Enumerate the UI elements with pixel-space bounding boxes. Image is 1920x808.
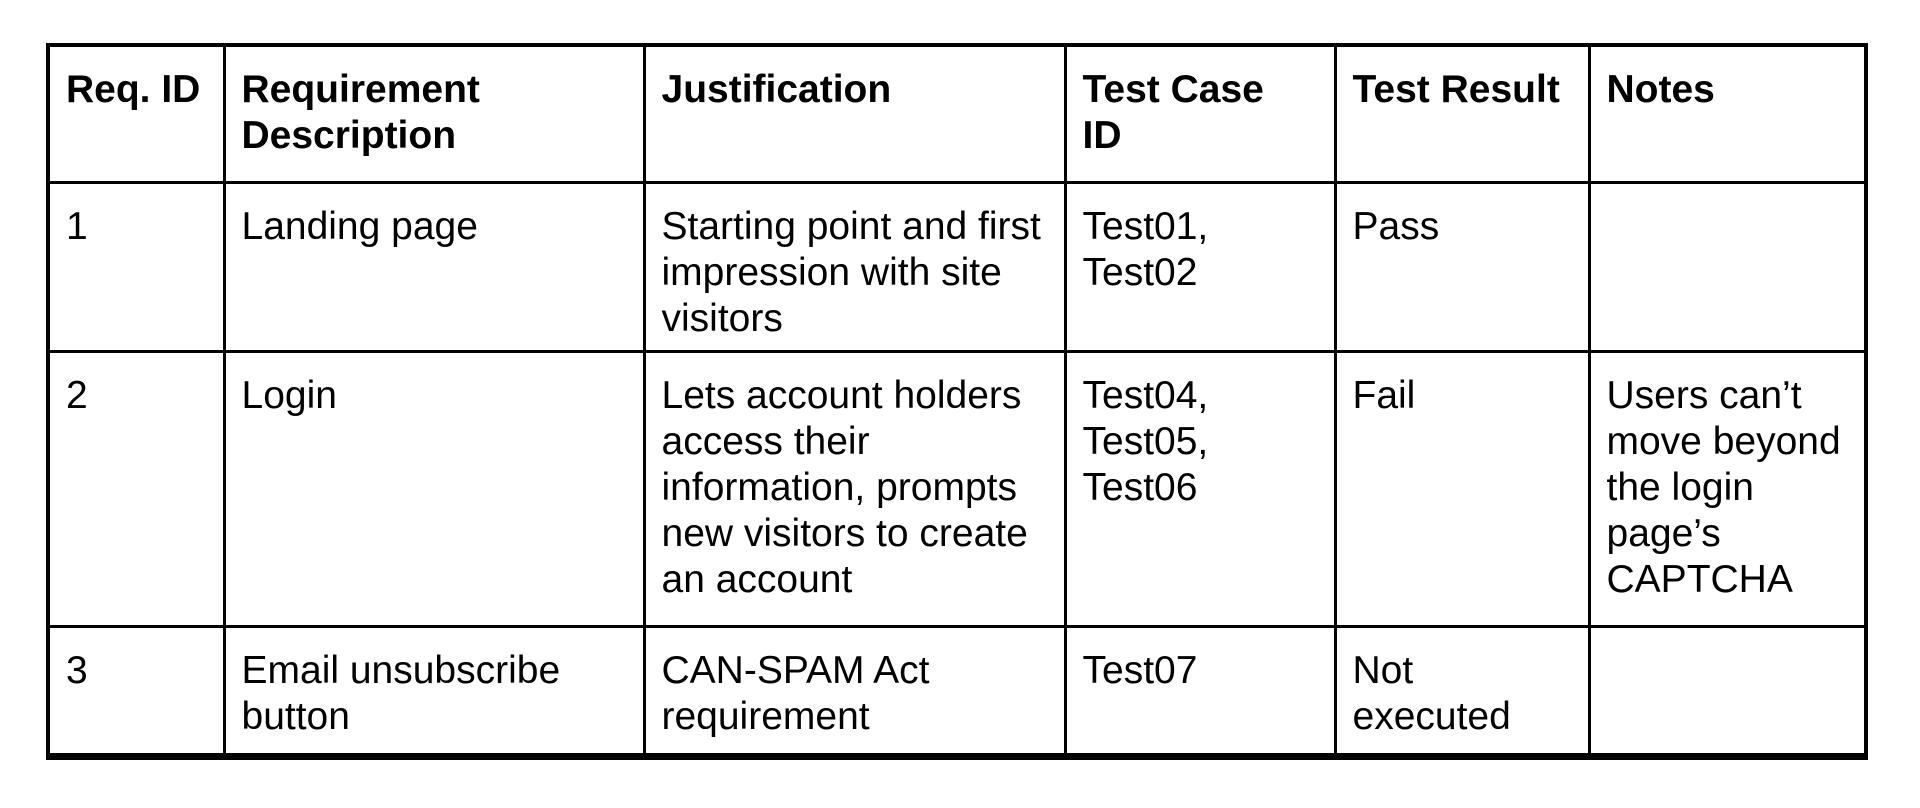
cell-notes — [1587, 624, 1868, 758]
header-test-result: Test Result — [1333, 43, 1591, 184]
table-row: 2 Login Lets account holders access thei… — [46, 349, 1868, 628]
cell-notes: Users can’t move beyond the login page’s… — [1587, 349, 1868, 628]
cell-req-id: 1 — [46, 180, 226, 353]
table-row: 1 Landing page Starting point and first … — [46, 180, 1868, 353]
cell-requirement-description: Email unsubscribe button — [222, 624, 646, 758]
cell-justification: Lets account holders access their inform… — [642, 349, 1067, 628]
cell-test-case-id: Test07 — [1063, 624, 1337, 758]
header-justification: Justification — [642, 43, 1067, 184]
table-row: 3 Email unsubscribe button CAN-SPAM Act … — [46, 624, 1868, 758]
cell-test-result: Not executed — [1333, 624, 1591, 758]
table-header-row: Req. ID Requirement Description Justific… — [46, 43, 1868, 184]
cell-test-result: Pass — [1333, 180, 1591, 353]
cell-test-case-id: Test04, Test05, Test06 — [1063, 349, 1337, 628]
header-test-case-id: Test Case ID — [1063, 43, 1337, 184]
cell-notes — [1587, 180, 1868, 353]
header-req-id: Req. ID — [46, 43, 226, 184]
header-requirement-description: Requirement Description — [222, 43, 646, 184]
cell-test-case-id: Test01, Test02 — [1063, 180, 1337, 353]
cell-test-result: Fail — [1333, 349, 1591, 628]
cell-requirement-description: Landing page — [222, 180, 646, 353]
requirements-test-table: Req. ID Requirement Description Justific… — [46, 43, 1868, 760]
cell-requirement-description: Login — [222, 349, 646, 628]
cell-req-id: 2 — [46, 349, 226, 628]
cell-req-id: 3 — [46, 624, 226, 758]
cell-justification: Starting point and first impression with… — [642, 180, 1067, 353]
cell-justification: CAN-SPAM Act requirement — [642, 624, 1067, 758]
header-notes: Notes — [1587, 43, 1868, 184]
